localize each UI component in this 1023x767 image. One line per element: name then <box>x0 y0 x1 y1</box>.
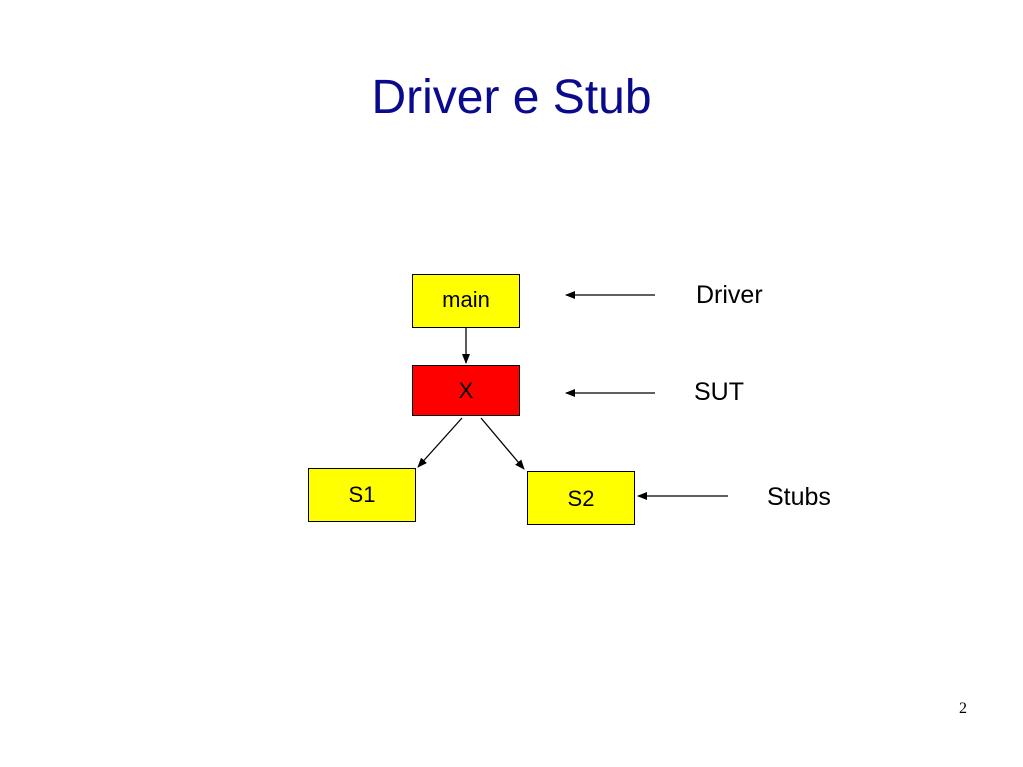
stub-s2-label: S2 <box>567 486 595 511</box>
arrow-x-to-s1 <box>417 417 463 468</box>
stub-s1-box: S1 <box>308 468 416 522</box>
sut-label: SUT <box>694 378 744 406</box>
driver-label: Driver <box>696 281 763 309</box>
slide-title: Driver e Stub <box>371 71 652 124</box>
main-box-label: main <box>442 287 490 312</box>
page-number: 2 <box>959 700 967 717</box>
arrow-x-to-s2 <box>480 417 525 470</box>
sut-box: X <box>412 365 520 416</box>
stubs-label: Stubs <box>767 483 831 511</box>
stub-s2-box: S2 <box>527 471 635 525</box>
main-box: main <box>412 274 520 328</box>
sut-box-label: X <box>458 378 474 403</box>
stub-s1-label: S1 <box>348 482 376 507</box>
